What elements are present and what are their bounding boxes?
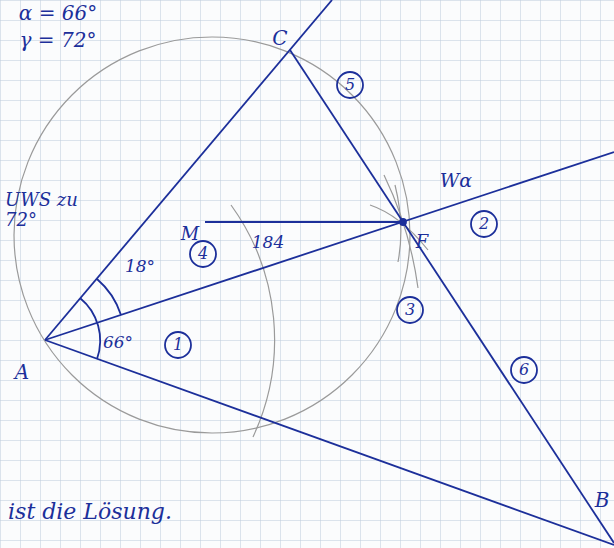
callout-number: 3 <box>405 301 415 319</box>
given-angle: α = 66° <box>19 2 97 24</box>
step-circle <box>337 72 363 98</box>
step-circle <box>471 211 497 237</box>
point-label: A <box>15 361 29 383</box>
callout-number: 4 <box>198 245 208 263</box>
note: ist die Lösung. <box>8 500 172 524</box>
callout-number: 5 <box>345 76 355 94</box>
line-label: Wα <box>440 170 472 191</box>
point-label: B <box>595 489 610 511</box>
step-circle <box>190 241 216 267</box>
callout-number: 1 <box>173 336 183 354</box>
step-circle <box>397 297 423 323</box>
step-circle <box>165 332 191 358</box>
point-label: F <box>416 232 429 252</box>
angle-label: 66° <box>103 333 133 352</box>
callout-number: 2 <box>479 215 489 233</box>
side-cb <box>290 50 614 543</box>
step-circle <box>511 357 537 383</box>
note: UWS zu 72° <box>5 190 85 230</box>
point-label: M <box>181 224 199 244</box>
angle-arc <box>97 279 121 315</box>
callout-number: 6 <box>519 361 529 379</box>
angle-arc <box>80 298 100 359</box>
given-angle: γ = 72° <box>20 29 97 51</box>
construction-arc <box>384 175 418 288</box>
side-ac <box>45 0 332 340</box>
angle-bisector <box>45 152 614 340</box>
point-label: C <box>272 27 287 49</box>
length-label: 184 <box>252 233 284 252</box>
radius-line <box>205 221 400 223</box>
point-f <box>400 219 406 225</box>
angle-label: 18° <box>125 257 155 276</box>
circumcircle <box>14 37 410 433</box>
